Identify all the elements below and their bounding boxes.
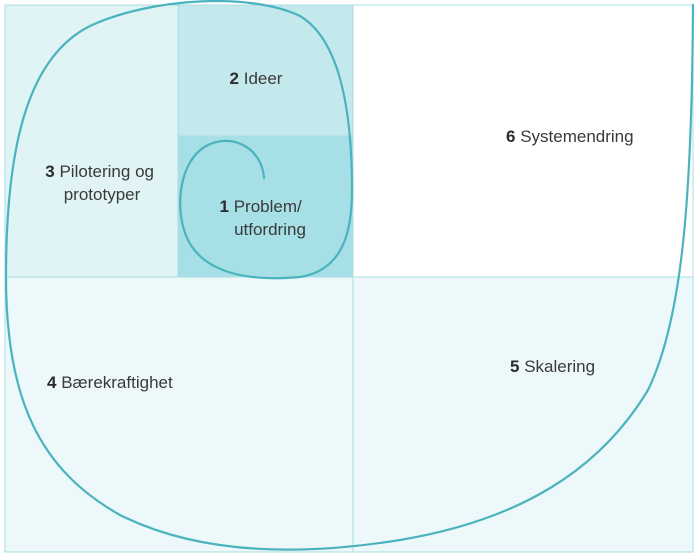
stage-5-label: 5 Skalering	[510, 357, 595, 376]
stage-1-title-line-1: Problem/	[234, 197, 302, 216]
golden-spiral	[4, 0, 695, 551]
stage-6-title-line-1: Systemendring	[520, 127, 633, 146]
stage-2-cell	[177, 4, 354, 137]
stage-4-cell	[4, 276, 354, 553]
stage-4-label: 4 Bærekraftighet	[47, 373, 173, 392]
stage-6-number: 6	[506, 127, 515, 146]
stage-3-title-line-1: Pilotering og	[59, 162, 154, 181]
stage-3-label: 3 Pilotering og prototyper	[45, 162, 158, 204]
stage-3-number: 3	[45, 162, 54, 181]
stage-5-number: 5	[510, 357, 519, 376]
stage-3-title-line-2: prototyper	[64, 185, 141, 204]
stage-1-number: 1	[220, 197, 229, 216]
stage-5-title-line-1: Skalering	[524, 357, 595, 376]
stage-2-label: 2 Ideer	[230, 69, 283, 88]
stage-3-cell	[4, 4, 179, 278]
stage-4-number: 4	[47, 373, 57, 392]
stage-1-cell	[177, 135, 354, 278]
stage-6-label: 6 Systemendring	[506, 127, 634, 146]
stage-6-cell	[352, 4, 694, 278]
stage-5-cell	[352, 276, 694, 553]
stage-1-title-line-2: utfordring	[234, 220, 306, 239]
stage-2-title-line-1: Ideer	[244, 69, 283, 88]
stage-2-number: 2	[230, 69, 239, 88]
stage-1-label: 1 Problem/ utfordring	[220, 197, 307, 239]
stage-4-title-line-1: Bærekraftighet	[61, 373, 173, 392]
